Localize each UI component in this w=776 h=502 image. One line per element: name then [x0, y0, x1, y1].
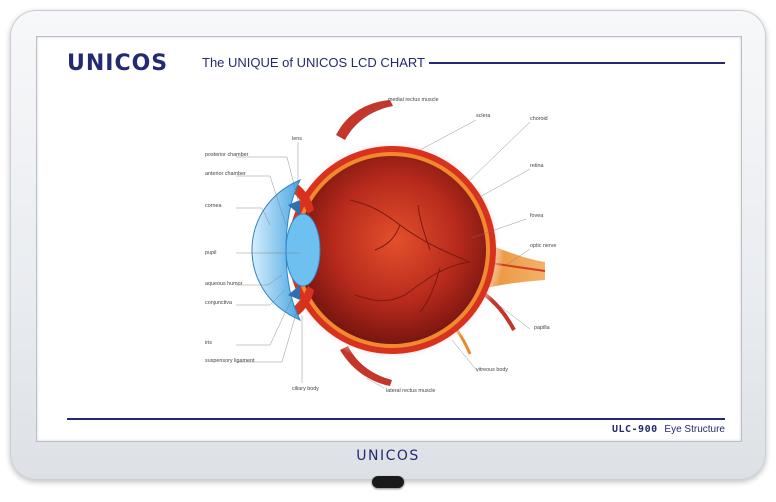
lens-shape [286, 214, 320, 286]
vitreous-body-shape [298, 156, 486, 344]
label-optic-nerve: optic nerve [530, 243, 556, 249]
label-suspensory-ligament: suspensory ligament [205, 358, 255, 364]
label-lens: lens [292, 136, 302, 142]
label-retina: retina [530, 163, 544, 169]
medial-rectus-muscle-shape [336, 100, 393, 140]
label-fovea: fovea [530, 213, 543, 219]
label-pupil: pupil [205, 250, 216, 256]
label-medial-rectus-muscle: medial rectus muscle [388, 97, 439, 103]
label-ciliary-body: ciliary body [292, 386, 319, 392]
label-posterior-chamber: posterior chamber [205, 152, 249, 158]
label-iris: iris [205, 340, 212, 346]
label-sclera: sclera [476, 113, 490, 119]
label-cornea: cornea [205, 203, 221, 209]
label-lateral-rectus-muscle: lateral rectus muscle [386, 388, 435, 394]
label-conjunctiva: conjunctiva [205, 300, 232, 306]
label-anterior-chamber: anterior chamber [205, 171, 246, 177]
label-choroid: choroid [530, 116, 548, 122]
label-papilla: papilla [534, 325, 550, 331]
label-vitreous-body: vitreous body [476, 367, 508, 373]
label-aqueous-humor: aqueous humor [205, 281, 243, 287]
